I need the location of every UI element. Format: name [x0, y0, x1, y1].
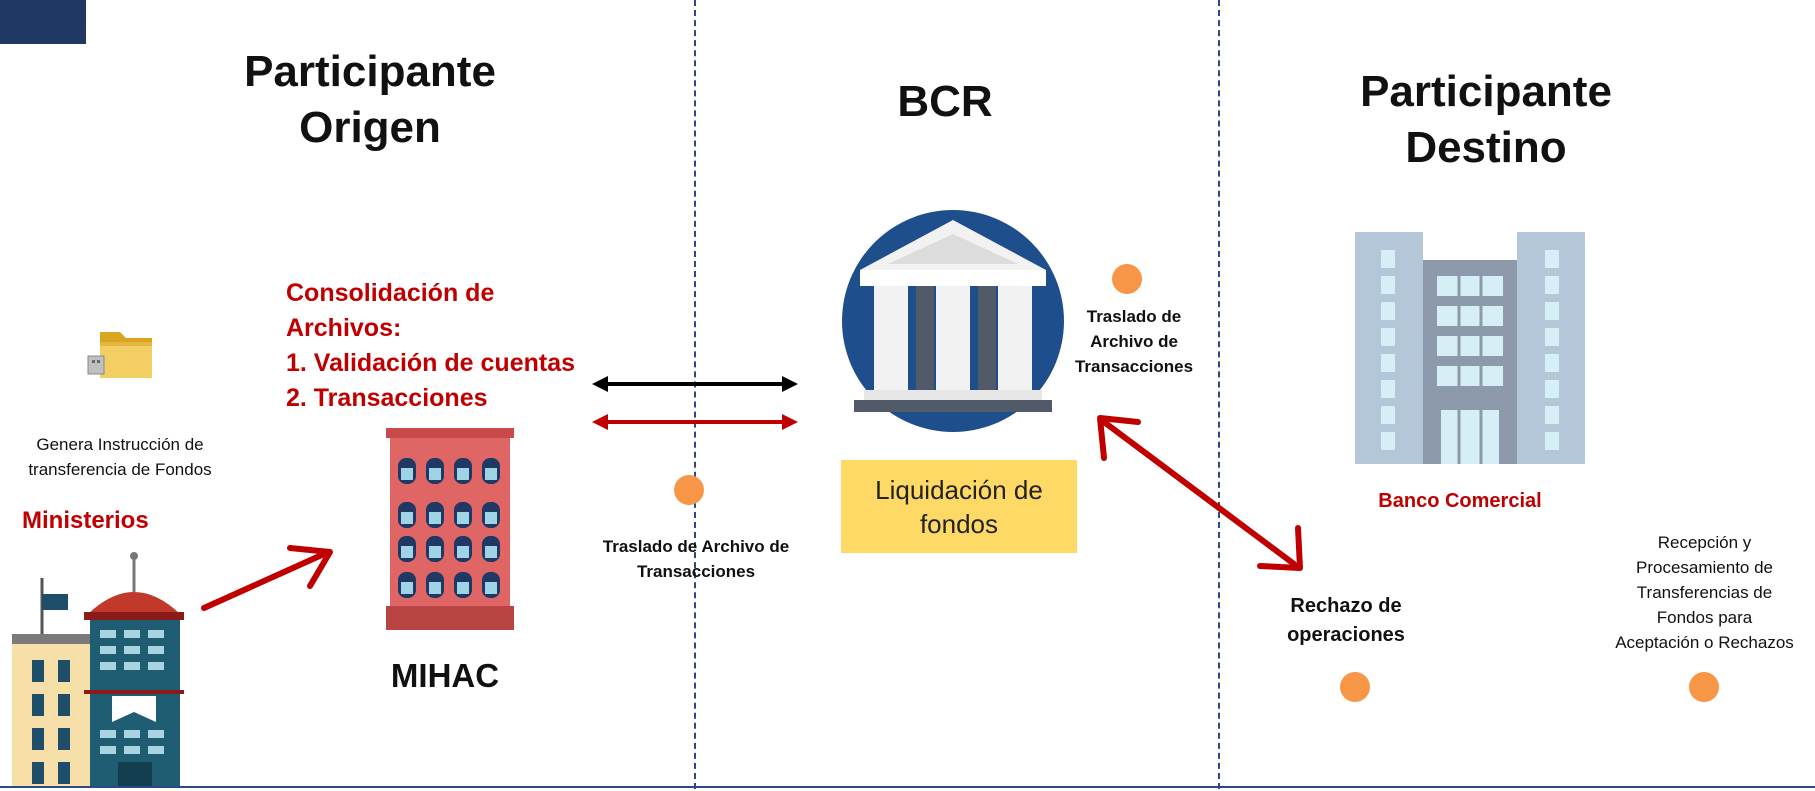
transfer-left-line1: Traslado de Archivo de: [602, 537, 790, 556]
transfer-left-caption: Traslado de Archivo de Transacciones: [576, 534, 816, 584]
transfer-right-caption: Traslado de Archivo de Transacciones: [1064, 304, 1204, 379]
rejection-dot: [1340, 672, 1370, 702]
folder-caption-line1: Genera Instrucción de: [36, 435, 204, 454]
transfer-left-line2: Transacciones: [636, 562, 756, 581]
consolidation-item-1: 1. Validación de cuentas: [286, 349, 576, 377]
bcr-title: BCR: [897, 77, 993, 126]
mihac-building-icon: [386, 428, 514, 630]
origin-title: Participante Origen: [200, 44, 540, 156]
transfer-right-line2: Archivo de: [1090, 332, 1178, 351]
settlement-line1: Liquidación de: [875, 474, 1043, 505]
origin-title-line1: Participante: [244, 47, 496, 96]
corner-block: [0, 0, 86, 44]
commercial-bank-building-icon: [1355, 232, 1585, 464]
consolidation-title-line2: Archivos:: [286, 314, 402, 342]
column-separator-left: [694, 0, 696, 789]
consolidation-title-line1: Consolidación de: [286, 279, 495, 307]
transfer-left-dot: [674, 475, 704, 505]
bcr-destination-arrow: [1097, 415, 1303, 571]
folder-caption-line2: transferencia de Fondos: [28, 460, 212, 479]
origin-title-line2: Origen: [299, 103, 441, 152]
column-separator-right: [1218, 0, 1220, 789]
origin-bcr-arrows: [592, 376, 798, 430]
settlement-line2: fondos: [919, 508, 999, 539]
ministerios-label: Ministerios: [22, 507, 149, 534]
rejection-line1: Rechazo de: [1290, 595, 1402, 617]
ministry-buildings-icon: [8, 550, 188, 786]
reception-line4: Fondos para: [1656, 608, 1753, 627]
folder-usb-icon: [86, 322, 166, 388]
destination-title: Participante Destino: [1316, 64, 1656, 176]
consolidation-item-2: 2. Transacciones: [286, 384, 488, 412]
central-bank-icon: [840, 208, 1066, 434]
reception-dot: [1689, 672, 1719, 702]
transfer-right-line3: Transacciones: [1074, 357, 1194, 376]
transfer-right-dot: [1112, 264, 1142, 294]
reception-line2: Procesamiento de: [1635, 558, 1774, 577]
settlement-box: Liquidación de fondos: [841, 460, 1077, 553]
reception-line1: Recepción y: [1657, 533, 1752, 552]
bottom-rule: [0, 786, 1815, 788]
reception-caption: Recepción y Procesamiento de Transferenc…: [1594, 530, 1815, 655]
destination-title-line2: Destino: [1405, 123, 1567, 172]
mihac-label: MIHAC: [390, 657, 500, 694]
reception-line3: Transferencias de: [1636, 583, 1773, 602]
destination-title-line1: Participante: [1360, 67, 1612, 116]
banco-comercial-label: Banco Comercial: [1378, 490, 1542, 512]
rejection-caption: Rechazo de operaciones: [1266, 592, 1426, 650]
consolidation-block: Consolidación de Archivos: 1. Validación…: [286, 276, 575, 416]
rejection-line2: operaciones: [1287, 624, 1405, 646]
transfer-right-line1: Traslado de: [1086, 307, 1182, 326]
ministerios-to-mihac-arrow: [201, 545, 333, 611]
folder-caption: Genera Instrucción de transferencia de F…: [0, 432, 240, 482]
reception-line5: Aceptación o Rechazos: [1615, 633, 1794, 652]
